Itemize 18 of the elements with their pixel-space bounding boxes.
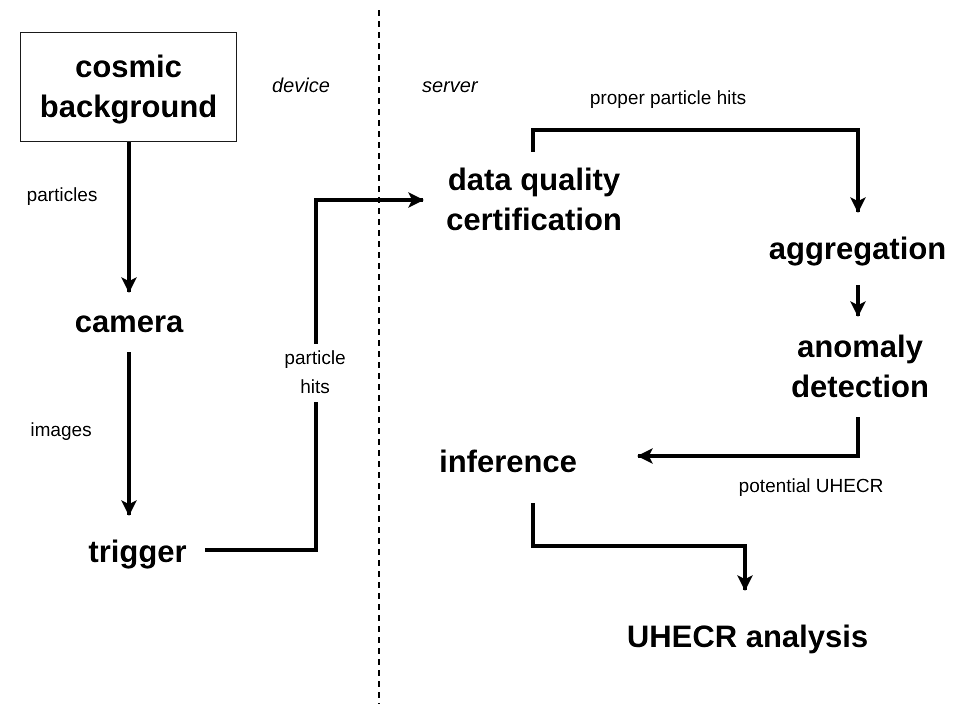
process-box	[20, 32, 237, 142]
node-label: aggregation	[768, 230, 948, 268]
section-label: device	[272, 75, 330, 98]
arrow	[531, 128, 866, 213]
node-label: UHECR analysis	[626, 618, 870, 656]
node-label: data quality certification	[445, 161, 623, 239]
node-label: inference	[438, 442, 578, 480]
arrow	[121, 352, 137, 516]
node-label: camera	[74, 303, 184, 341]
arrow	[205, 192, 424, 552]
node-label: cosmic background	[38, 48, 218, 126]
node-label: anomaly detection	[790, 328, 930, 406]
section-label: server	[422, 75, 478, 98]
node-label: trigger	[87, 533, 188, 571]
arrow	[637, 417, 860, 464]
arrow	[531, 503, 753, 591]
arrow	[121, 142, 137, 293]
arrow	[850, 285, 866, 317]
